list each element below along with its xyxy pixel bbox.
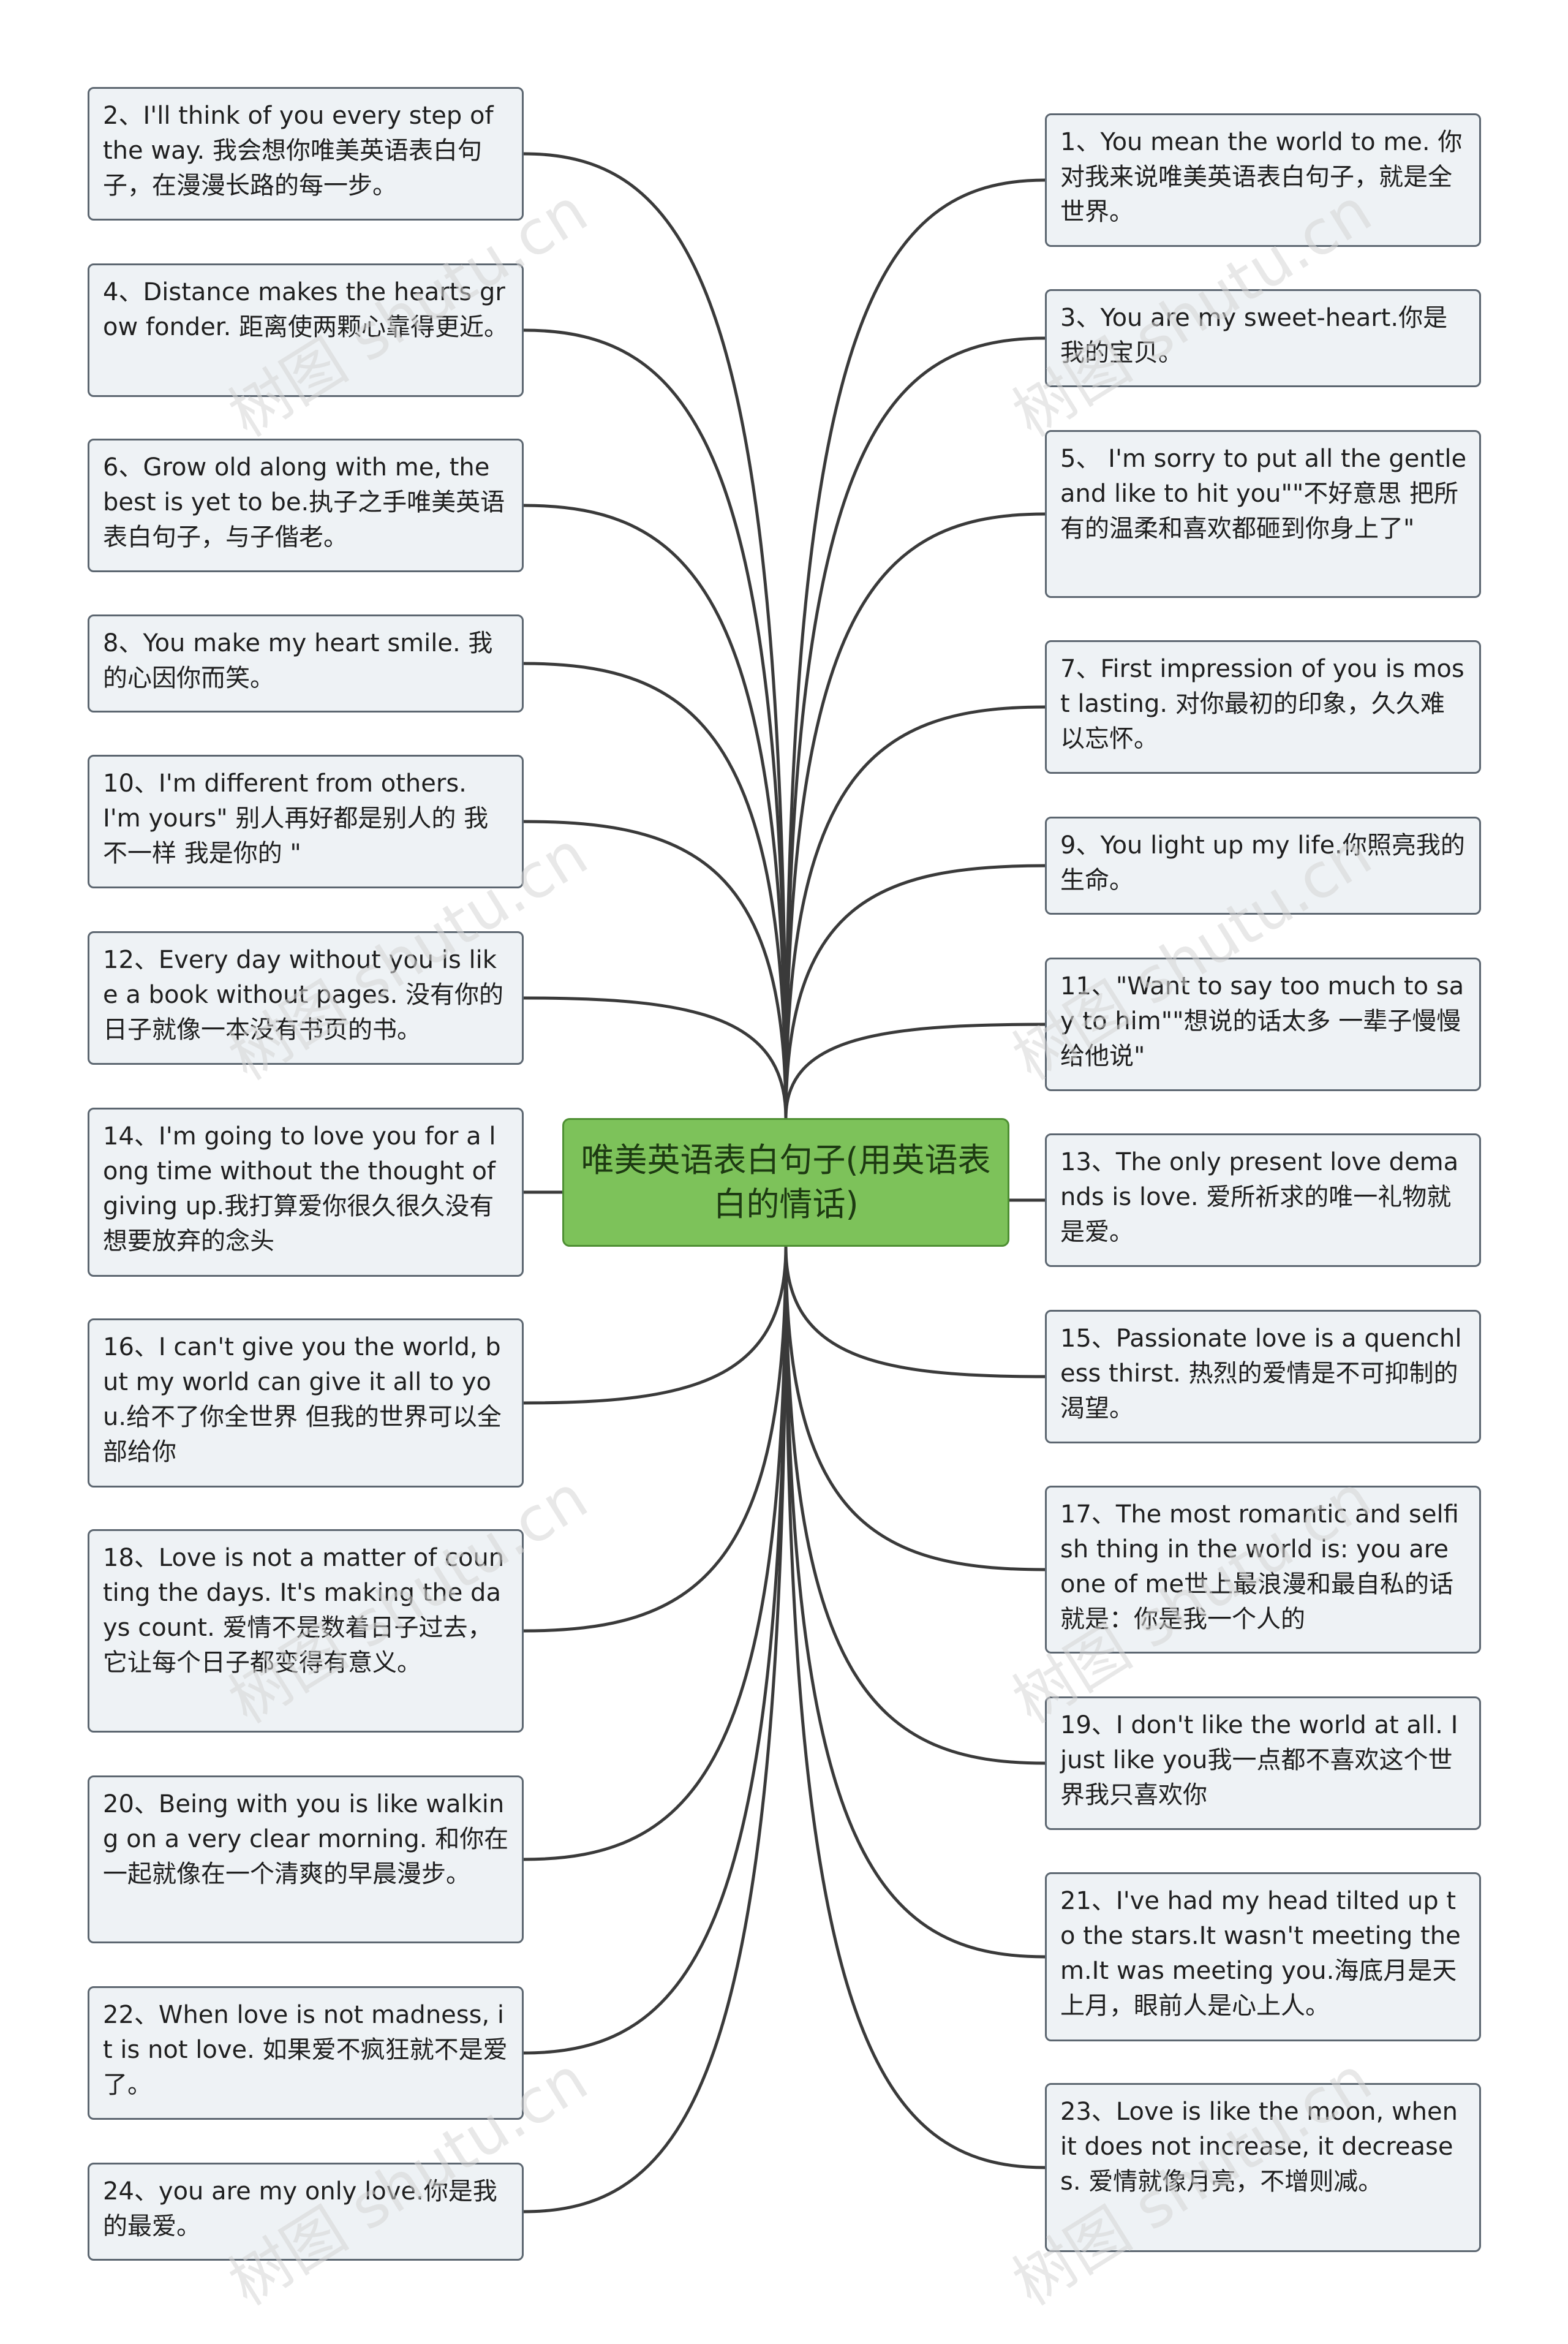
connector-left-7: [523, 1246, 788, 1405]
connector-left-3: [523, 662, 788, 1119]
connector-right-1: [784, 336, 1046, 1119]
topic-right-12[interactable]: 23、Love is like the moon, when it does n…: [1045, 2083, 1481, 2252]
topic-right-3[interactable]: 5、 I'm sorry to put all the gentle and l…: [1045, 430, 1481, 598]
connector-right-5: [784, 1023, 1046, 1119]
topic-right-2[interactable]: 3、You are my sweet-heart.你是我的宝贝。: [1045, 289, 1481, 387]
connector-right-0: [784, 178, 1046, 1119]
connector-left-4: [523, 820, 788, 1119]
connector-left-5: [523, 996, 788, 1119]
topic-left-12[interactable]: 24、you are my only love.你是我的最爱。: [88, 2163, 524, 2261]
topic-right-1[interactable]: 1、You mean the world to me. 你对我来说唯美英语表白句…: [1045, 113, 1481, 247]
connector-right-8: [784, 1246, 1046, 1571]
connector-right-4: [784, 864, 1046, 1119]
topic-right-9[interactable]: 17、The most romantic and selfish thing i…: [1045, 1486, 1481, 1654]
connector-right-9: [784, 1246, 1046, 1765]
topic-left-3[interactable]: 6、Grow old along with me, the best is ye…: [88, 439, 524, 572]
connector-left-0: [523, 152, 788, 1119]
topic-left-11[interactable]: 22、When love is not madness, it is not l…: [88, 1986, 524, 2120]
topic-right-11[interactable]: 21、I've had my head tilted up to the sta…: [1045, 1872, 1481, 2041]
topic-right-7[interactable]: 13、The only present love demands is love…: [1045, 1133, 1481, 1267]
connector-left-9: [523, 1246, 788, 1861]
connector-left-8: [523, 1246, 788, 1633]
central-topic[interactable]: 唯美英语表白句子(用英语表白的情话): [562, 1118, 1009, 1247]
topic-left-7[interactable]: 14、I'm going to love you for a long time…: [88, 1108, 524, 1277]
topic-right-5[interactable]: 9、You light up my life.你照亮我的生命。: [1045, 817, 1481, 915]
connector-right-3: [784, 705, 1046, 1119]
topic-left-4[interactable]: 8、You make my heart smile. 我的心因你而笑。: [88, 614, 524, 713]
topic-right-10[interactable]: 19、I don't like the world at all. I just…: [1045, 1696, 1481, 1830]
topic-left-10[interactable]: 20、Being with you is like walking on a v…: [88, 1775, 524, 1943]
topic-left-6[interactable]: 12、Every day without you is like a book …: [88, 931, 524, 1065]
connector-left-2: [523, 504, 788, 1119]
topic-right-4[interactable]: 7、First impression of you is most lastin…: [1045, 640, 1481, 774]
connector-right-10: [784, 1246, 1046, 1959]
connector-right-2: [784, 512, 1046, 1119]
topic-left-5[interactable]: 10、I'm different from others. I'm yours"…: [88, 755, 524, 888]
connector-left-11: [523, 1246, 788, 2214]
connector-right-7: [784, 1246, 1046, 1378]
connector-left-10: [523, 1246, 788, 2055]
topic-right-8[interactable]: 15、Passionate love is a quenchless thirs…: [1045, 1310, 1481, 1443]
topic-left-1[interactable]: 2、I'll think of you every step of the wa…: [88, 87, 524, 221]
topic-left-8[interactable]: 16、I can't give you the world, but my wo…: [88, 1318, 524, 1488]
connector-left-1: [523, 328, 788, 1119]
topic-left-2[interactable]: 4、Distance makes the hearts grow fonder.…: [88, 263, 524, 397]
topic-right-6[interactable]: 11、"Want to say too much to say to him""…: [1045, 958, 1481, 1091]
topic-left-9[interactable]: 18、Love is not a matter of counting the …: [88, 1529, 524, 1733]
connector-right-11: [784, 1246, 1046, 2169]
